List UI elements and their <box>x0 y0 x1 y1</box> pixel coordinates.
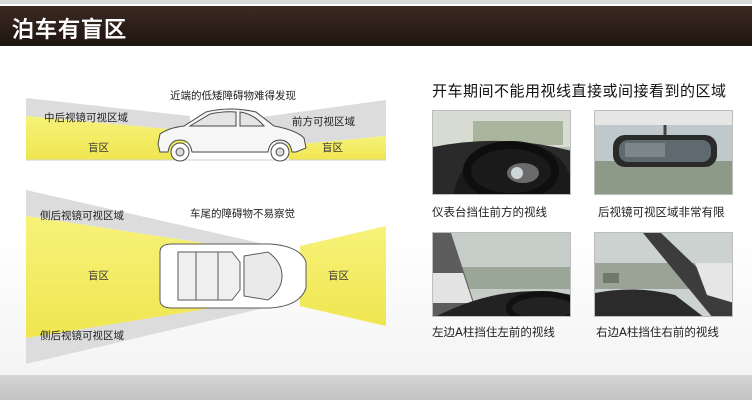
label-rear-obstacle: 车尾的障碍物不易察觉 <box>190 208 295 220</box>
photo-rearview-mirror <box>594 110 733 195</box>
caption-right-a-pillar: 右边A柱挡住右前的视线 <box>596 325 719 339</box>
label-front-view-zone: 前方可视区域 <box>292 116 355 128</box>
side-view-diagram <box>26 98 386 364</box>
top-divider <box>0 0 752 4</box>
label-side-mirror-zone-bottom: 侧后视镜可视区域 <box>40 330 124 342</box>
label-rear-blind-zone: 盲区 <box>88 142 109 154</box>
right-panel-title: 开车期间不能用视线直接或间接看到的区域 <box>432 82 727 100</box>
caption-rearview-mirror: 后视镜可视区域非常有限 <box>598 205 725 219</box>
label-low-obstacle: 近端的低矮障碍物难得发现 <box>170 90 296 102</box>
car-top-icon <box>159 243 307 309</box>
lower-mirror-zone <box>26 300 264 364</box>
label-rear-mirror-zone: 中后视镜可视区域 <box>44 112 128 124</box>
caption-dashboard: 仪表台挡住前方的视线 <box>432 205 547 219</box>
header-bar: 泊车有盲区 <box>0 6 752 46</box>
caption-left-a-pillar: 左边A柱挡住左前的视线 <box>432 325 555 339</box>
label-side-mirror-zone-top: 侧后视镜可视区域 <box>40 210 124 222</box>
photo-left-a-pillar <box>432 232 571 317</box>
car-side-icon <box>157 108 307 162</box>
blind-spot-diagram: 近端的低矮障碍物难得发现 中后视镜可视区域 前方可视区域 盲区 盲区 侧后视镜可… <box>0 48 400 375</box>
label-front-blind-zone: 盲区 <box>322 142 343 154</box>
upper-mirror-zone <box>26 190 264 252</box>
photo-right-a-pillar <box>594 232 733 317</box>
front-blind-zone <box>280 136 386 160</box>
front-top-blind-zone <box>300 226 386 326</box>
page-title: 泊车有盲区 <box>12 18 128 43</box>
footer-bar <box>0 375 752 400</box>
blind-spot-diagram-graphic <box>26 98 386 364</box>
photo-dashboard <box>432 110 571 195</box>
rear-view-zone <box>26 98 190 131</box>
label-top-front-blind-zone: 盲区 <box>328 270 349 282</box>
label-top-rear-blind-zone: 盲区 <box>88 270 109 282</box>
rear-blind-zone <box>26 116 190 160</box>
